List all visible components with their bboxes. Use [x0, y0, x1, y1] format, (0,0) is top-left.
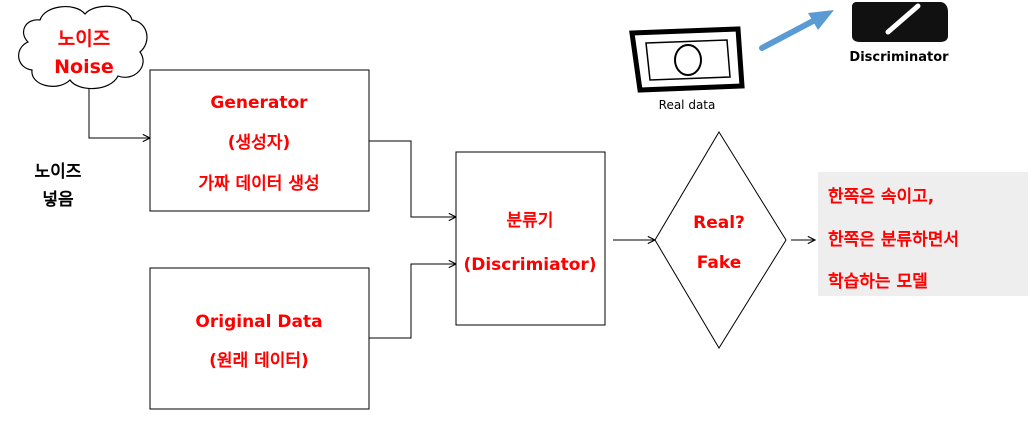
noise-cloud-english: Noise — [54, 56, 114, 78]
discriminator-box: 분류기 (Discrimiator) — [455, 151, 606, 326]
generator-title: Generator — [210, 93, 308, 113]
generator-to-discriminator-arrow — [369, 140, 456, 217]
blue-arrow-icon — [759, 10, 834, 51]
original-data-title: Original Data — [195, 312, 322, 332]
original-to-discriminator-arrow — [369, 264, 456, 339]
noise-cloud: 노이즈 Noise — [18, 5, 148, 90]
banknote-icon — [629, 26, 745, 93]
noise-input-label-line2: 넣음 — [42, 190, 74, 210]
generator-korean: (생성자) — [228, 133, 290, 153]
result-note-line2: 한쪽은 분류하면서 — [828, 230, 959, 250]
noise-input-label-line1: 노이즈 — [35, 162, 82, 182]
original-data-korean: (원래 데이터) — [209, 351, 309, 371]
decision-real: Real? — [693, 213, 745, 233]
generator-box: Generator (생성자) 가짜 데이터 생성 — [149, 69, 370, 212]
noise-cloud-korean: 노이즈 — [58, 28, 110, 50]
noise-to-generator-arrow — [88, 88, 150, 138]
generator-description: 가짜 데이터 생성 — [198, 174, 319, 194]
discriminator-korean: 분류기 — [507, 211, 554, 231]
discriminator-english: (Discrimiator) — [463, 255, 596, 275]
decision-fake: Fake — [697, 253, 741, 273]
result-note-line3: 학습하는 모델 — [828, 271, 928, 292]
real-data-label: Real data — [659, 98, 716, 112]
original-data-box: Original Data (원래 데이터) — [149, 267, 370, 410]
noise-input-label: 노이즈 넣음 — [35, 162, 82, 210]
result-note-line1: 한쪽은 속이고, — [828, 187, 934, 207]
discriminator-illustration-label: Discriminator — [849, 50, 949, 65]
discriminator-icon — [852, 2, 948, 42]
decision-diamond: Real? Fake — [654, 131, 787, 349]
result-note: 한쪽은 속이고, 한쪽은 분류하면서 학습하는 모델 — [818, 172, 1028, 296]
